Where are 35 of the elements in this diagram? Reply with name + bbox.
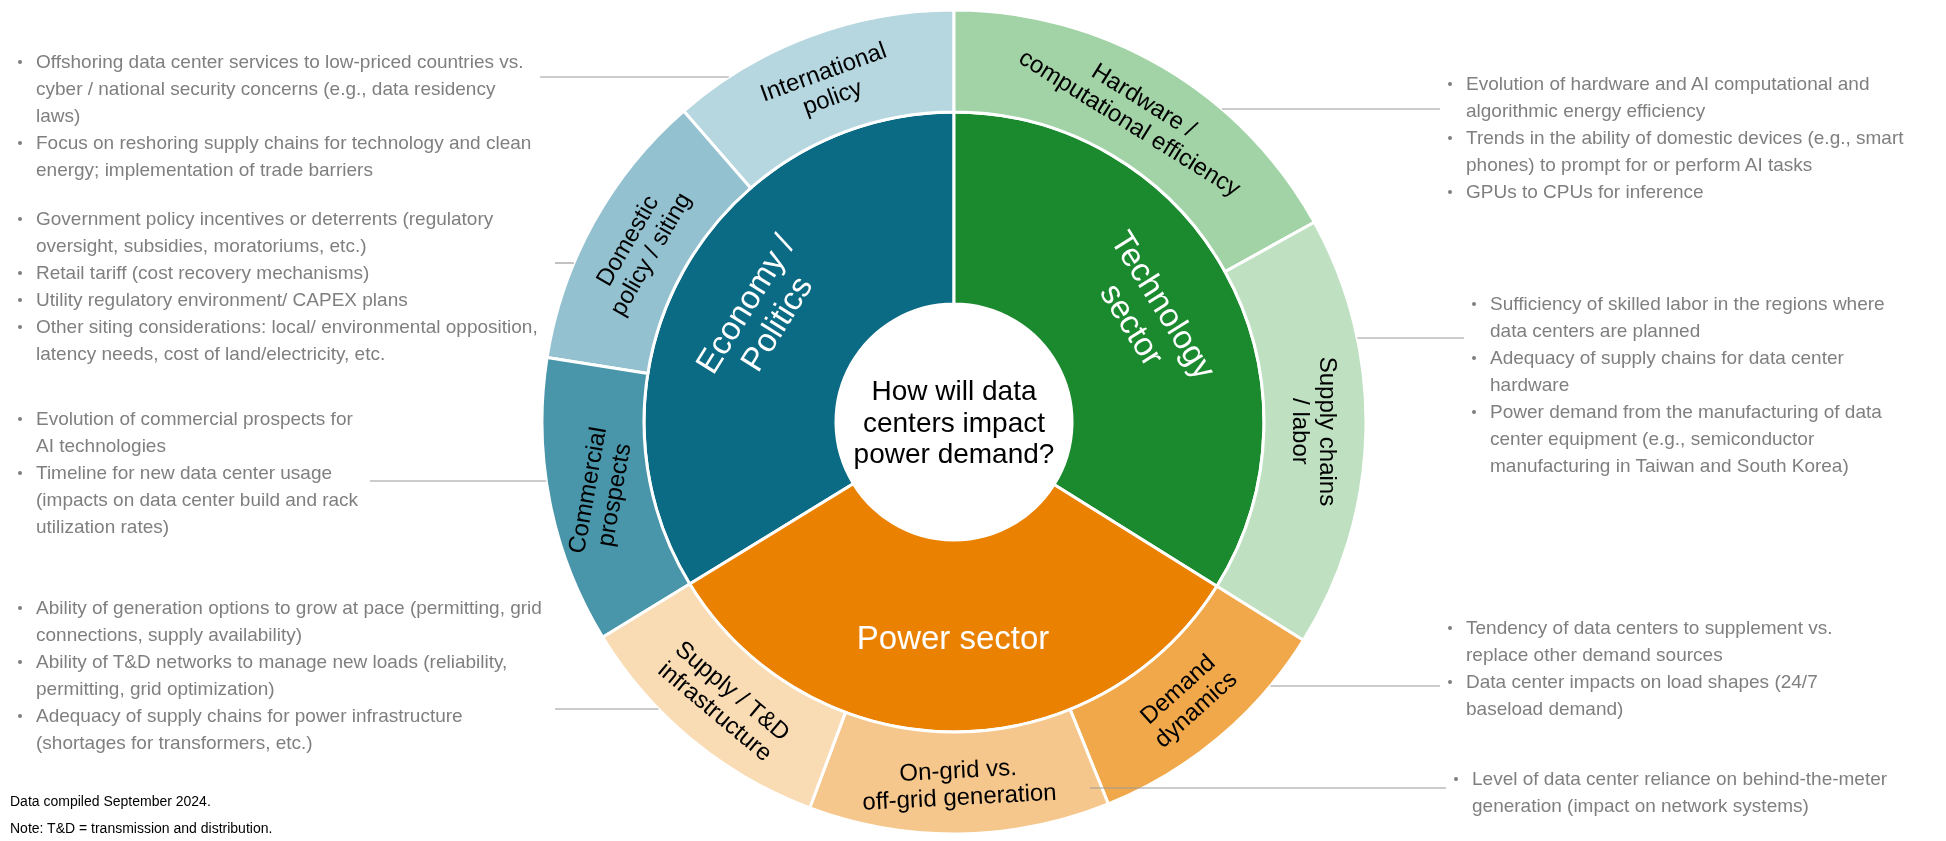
- note-text: Data compiled September 2024.: [10, 793, 211, 809]
- bullet-text: Ability of generation options to grow at pace (permitting, grid connections, supply availability): [36, 594, 555, 648]
- leader-line: [1089, 787, 1447, 789]
- leader-line: [1221, 108, 1441, 110]
- leader-line: [1356, 337, 1465, 339]
- bullet-text: Other siting considerations: local/ environmental opposition, latency needs, cost of land/electricity, etc.: [36, 313, 555, 367]
- bullet-text: Utility regulatory environment/ CAPEX plans: [36, 286, 555, 313]
- segment-label: Commercial prospects: [562, 424, 636, 556]
- bullet-text: Retail tariff (cost recovery mechanisms): [36, 259, 555, 286]
- bullet-text: Adequacy of supply chains for power infrastructure (shortages for transformers, etc.): [36, 702, 555, 756]
- bullet-text: Trends in the ability of domestic devices (e.g., smart phones) to prompt for or perform AI tasks: [1466, 124, 1910, 178]
- bullet-text: Adequacy of supply chains for data center hardware: [1490, 344, 1909, 398]
- bullet-text: Power demand from the manufacturing of data center equipment (e.g., semiconductor manufacturing in Taiwan and South Korea): [1490, 398, 1909, 479]
- segment-label: Supply chains / labor: [1288, 356, 1342, 507]
- note-text: Note: T&D = transmission and distribution.: [10, 820, 273, 836]
- leader-line: [1269, 685, 1441, 687]
- bullet-text: Government policy incentives or deterrents (regulatory oversight, subsidies, moratoriums, etc.): [36, 205, 555, 259]
- leader-line: [369, 480, 547, 482]
- segment-label: How will data centers impact power demand?: [853, 375, 1055, 470]
- leader-line: [554, 708, 659, 710]
- bullet-text: Data center impacts on load shapes (24/7 baseload demand): [1466, 668, 1890, 722]
- leader-line: [554, 262, 575, 264]
- bullet-text: Timeline for new data center usage (impacts on data center build and rack utilization rates): [36, 459, 370, 540]
- bullet-text: Sufficiency of skilled labor in the regions where data centers are planned: [1490, 290, 1909, 344]
- bullet-text: Offshoring data center services to low-priced countries vs. cyber / national security concerns (e.g., data residency laws): [36, 48, 540, 129]
- bullet-text: Evolution of commercial prospects for AI technologies: [36, 405, 370, 459]
- bullet-text: Evolution of hardware and AI computational and algorithmic energy efficiency: [1466, 70, 1910, 124]
- bullet-text: GPUs to CPUs for inference: [1466, 178, 1910, 205]
- bullet-text: Level of data center reliance on behind-the-meter generation (impact on network systems): [1472, 765, 1916, 819]
- bullet-text: Focus on reshoring supply chains for technology and clean energy; implementation of trade barriers: [36, 129, 540, 183]
- bullet-text: Tendency of data centers to supplement vs. replace other demand sources: [1466, 614, 1890, 668]
- segment-label: Power sector: [856, 618, 1050, 656]
- bullet-text: Ability of T&D networks to manage new loads (reliability, permitting, grid optimization): [36, 648, 555, 702]
- segment-label: On-grid vs. off-grid generation: [861, 752, 1058, 815]
- leader-line: [539, 76, 730, 78]
